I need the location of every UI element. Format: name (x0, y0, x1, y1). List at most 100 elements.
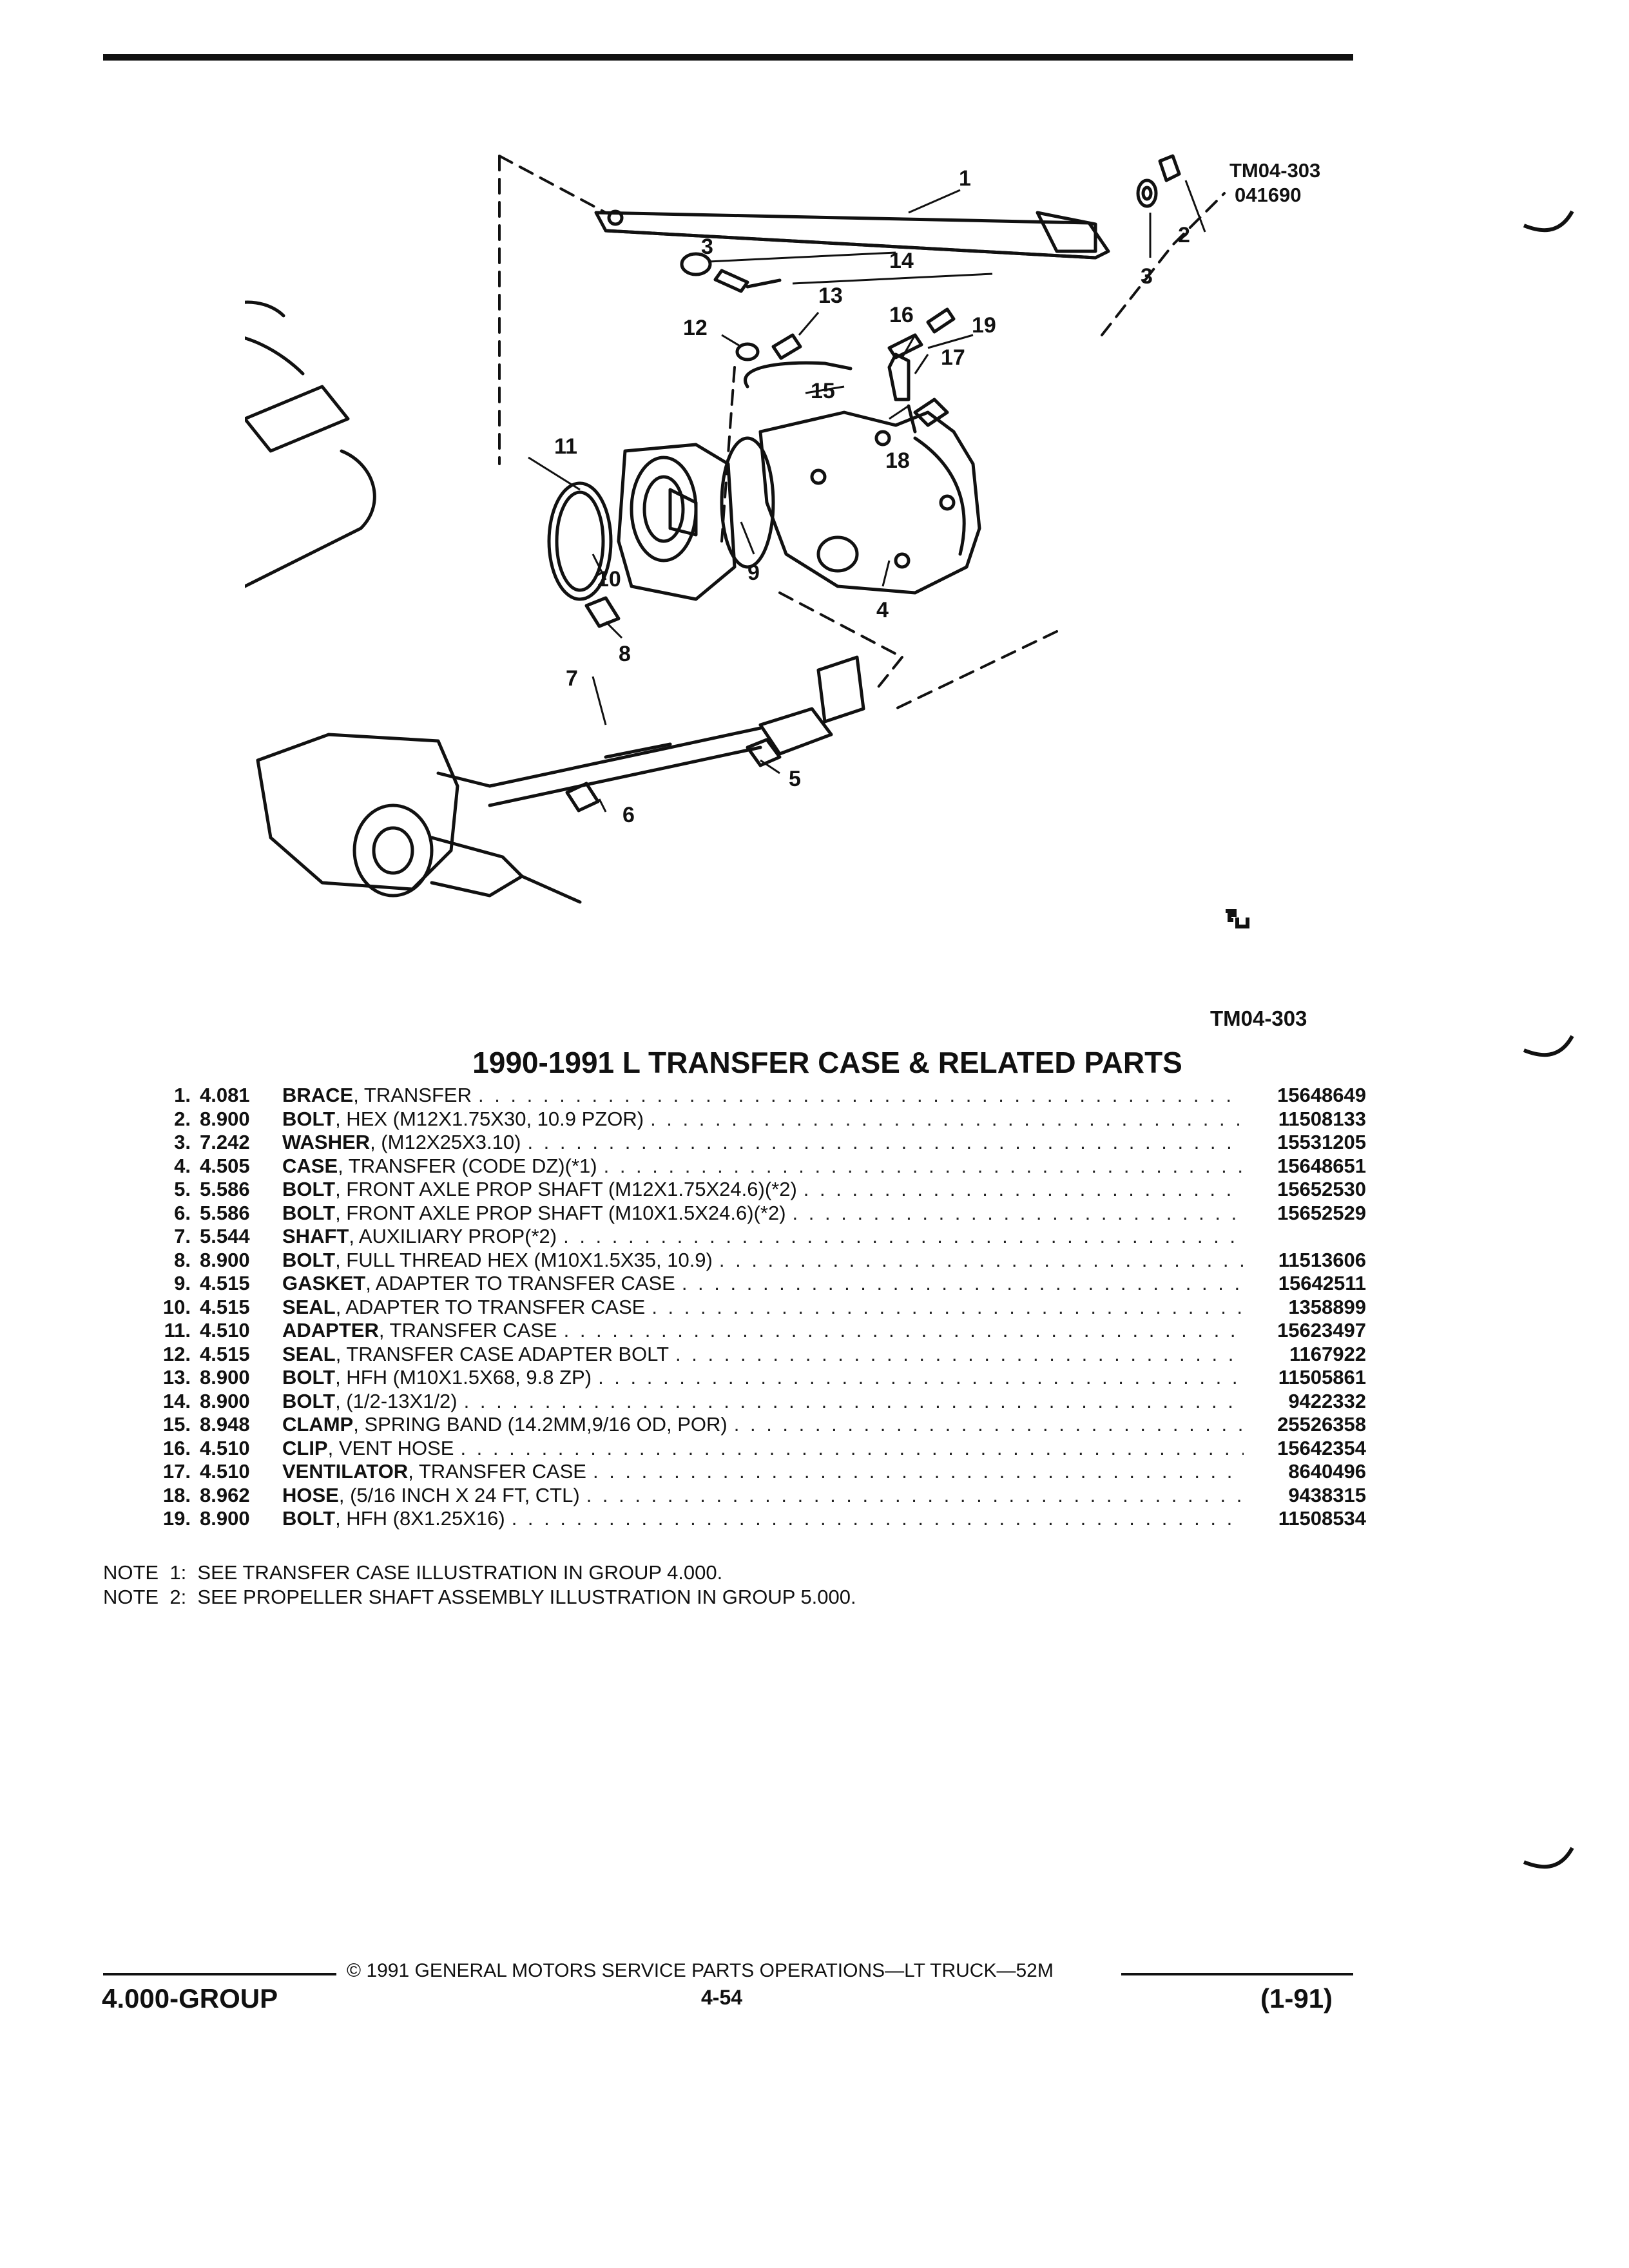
part-number: 15531205 (1277, 1131, 1366, 1153)
callout-11: 11 (554, 434, 577, 459)
page-title: 1990-1991 L TRANSFER CASE & RELATED PART… (472, 1046, 1182, 1079)
part-name: SEAL (282, 1342, 336, 1365)
part-group: 8.948 (200, 1413, 250, 1436)
part-group: 5.586 (200, 1201, 250, 1224)
part-number: 9422332 (1288, 1389, 1366, 1412)
part-description: , TRANSFER CASE (378, 1319, 557, 1341)
part-index: 2. (174, 1107, 191, 1130)
part-description: , FULL THREAD HEX (M10X1.5X35, 10.9) (335, 1248, 713, 1271)
callout-19: 19 (972, 313, 996, 338)
footer-page-number: 4-54 (701, 1986, 743, 2009)
part-number: 15642354 (1277, 1436, 1366, 1459)
part-group: 4.515 (200, 1295, 250, 1318)
figure-id-block: TM04-303 041690 (1229, 159, 1320, 207)
figure-id-bottom: TM04-303 (1210, 1006, 1307, 1030)
part-number: 1167922 (1289, 1342, 1366, 1365)
part-description: , FRONT AXLE PROP SHAFT (M10X1.5X24.6)(*… (335, 1201, 786, 1224)
callout-1: 1 (959, 166, 971, 191)
leader-dots: . . . . . . . . . . . . . . . . . . . . … (511, 1507, 1244, 1530)
binder-mark-icon (1523, 1847, 1574, 1869)
part-number: 15648651 (1277, 1154, 1366, 1177)
callout-2: 2 (1178, 223, 1190, 247)
leader-dots: . . . . . . . . . . . . . . . . . . . . … (803, 1178, 1244, 1200)
callout-14: 14 (889, 249, 914, 273)
part-index: 12. (162, 1342, 191, 1365)
leader-dots: . . . . . . . . . . . . . . . . . . . . … (477, 1084, 1244, 1106)
leader-dots: . . . . . . . . . . . . . . . . . . . . … (463, 1389, 1244, 1412)
leader-dots: . . . . . . . . . . . . . . . . . . . . … (681, 1272, 1244, 1294)
binder-mark-icon (1523, 1035, 1574, 1057)
top-rule (103, 54, 1353, 61)
callout-6: 6 (622, 803, 635, 827)
part-name: VENTILATOR (282, 1460, 409, 1483)
callout-7: 7 (566, 666, 578, 691)
part-group: 8.962 (200, 1483, 250, 1506)
part-index: 5. (174, 1178, 191, 1200)
leader-lines (528, 180, 1206, 812)
part-group: 7.242 (200, 1131, 250, 1153)
reference-lines (498, 155, 1226, 710)
part-name: CLAMP (282, 1413, 354, 1436)
part-name: CASE (282, 1154, 338, 1177)
leader-dots: . . . . . . . . . . . . . . . . . . . . … (598, 1366, 1244, 1389)
part-index: 16. (162, 1436, 191, 1459)
notes: NOTE 1: SEE TRANSFER CASE ILLUSTRATION I… (103, 1561, 856, 1610)
part-number: 15642511 (1278, 1272, 1366, 1294)
part-description: , HFH (8X1.25X16) (335, 1507, 505, 1530)
leader-dots: . . . . . . . . . . . . . . . . . . . . … (675, 1342, 1244, 1365)
callout-9: 9 (747, 561, 760, 585)
part-name: CLIP (282, 1436, 328, 1459)
part-group: 8.900 (200, 1366, 250, 1389)
leader-dots: . . . . . . . . . . . . . . . . . . . . … (586, 1483, 1244, 1506)
part-description: , TRANSFER (CODE DZ)(*1) (338, 1154, 597, 1177)
part-name: BRACE (282, 1084, 354, 1106)
part-name: SHAFT (282, 1225, 349, 1247)
part-description: , SPRING BAND (14.2MM,9/16 OD, POR) (353, 1413, 728, 1436)
leader-dots: . . . . . . . . . . . . . . . . . . . . … (563, 1319, 1244, 1341)
part-number: 15652529 (1277, 1201, 1366, 1224)
part-group: 4.081 (200, 1084, 250, 1106)
part-description: , (5/16 INCH X 24 FT, CTL) (338, 1483, 580, 1506)
part-name: BOLT (282, 1366, 336, 1389)
callout-4: 4 (876, 598, 889, 622)
footer-copyright: © 1991 GENERAL MOTORS SERVICE PARTS OPER… (347, 1960, 1054, 1981)
part-number: 15648649 (1277, 1084, 1366, 1106)
part-description: , ADAPTER TO TRANSFER CASE (335, 1295, 646, 1318)
part-name: BOLT (282, 1107, 336, 1130)
callout-5: 5 (789, 767, 801, 791)
part-description: , FRONT AXLE PROP SHAFT (M12X1.75X24.6)(… (335, 1178, 797, 1200)
gm-mark-icon (1226, 909, 1249, 928)
callout-16: 16 (889, 303, 914, 327)
leader-dots: . . . . . . . . . . . . . . . . . . . . … (460, 1436, 1244, 1459)
leader-dots: . . . . . . . . . . . . . . . . . . . . … (718, 1248, 1244, 1271)
part-group: 4.510 (200, 1460, 250, 1483)
footer-date: (1-91) (1260, 1983, 1333, 2013)
callout-3-washer-right: 3 (1141, 264, 1153, 289)
part-name: BOLT (282, 1178, 336, 1200)
part-number: 11513606 (1278, 1248, 1366, 1271)
leader-dots: . . . . . . . . . . . . . . . . . . . . … (733, 1413, 1244, 1436)
part-number: 8640496 (1288, 1460, 1366, 1483)
callout-8: 8 (619, 642, 631, 666)
part-group: 8.900 (200, 1507, 250, 1530)
part-index: 1. (174, 1084, 191, 1106)
callout-17: 17 (941, 345, 965, 370)
part-group: 4.515 (200, 1272, 250, 1294)
part-index: 8. (174, 1248, 191, 1271)
part-index: 17. (162, 1460, 191, 1483)
part-number: 1358899 (1288, 1295, 1366, 1318)
